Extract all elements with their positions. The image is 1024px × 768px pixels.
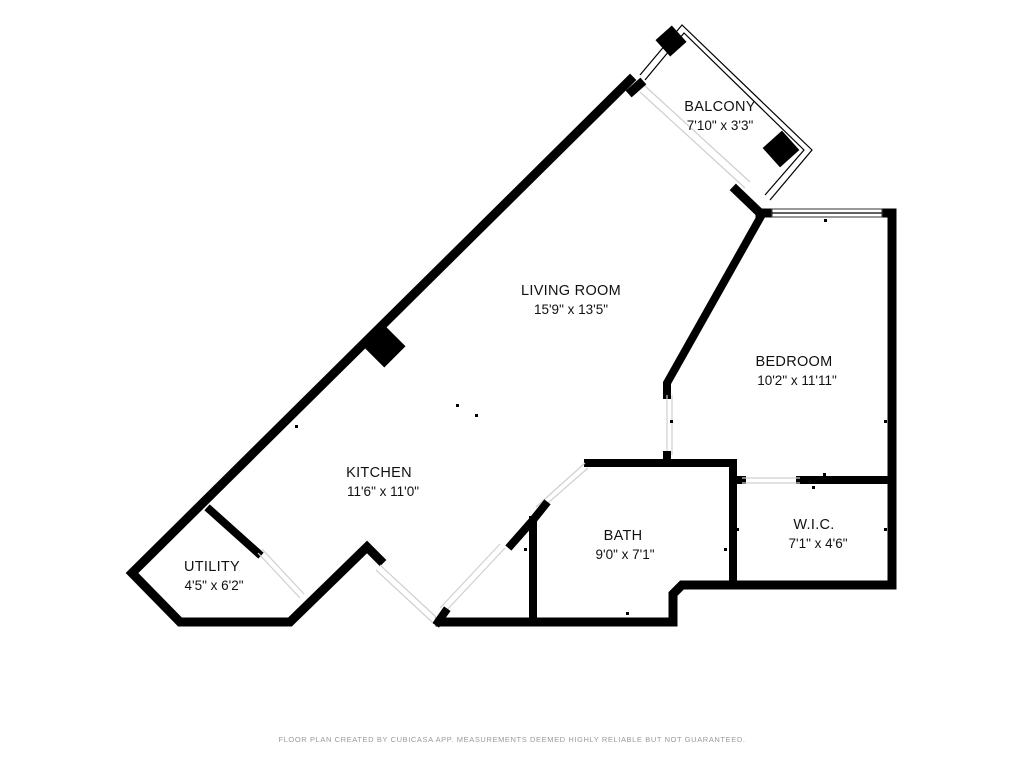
bedroom-walls bbox=[435, 208, 897, 627]
room-name: LIVING ROOM bbox=[521, 283, 621, 299]
room-dimensions: 11'6" x 11'0" bbox=[347, 484, 419, 499]
room-dimensions: 4'5" x 6'2" bbox=[184, 578, 243, 593]
disclaimer-footer: FLOOR PLAN CREATED BY CUBICASA APP. MEAS… bbox=[278, 735, 746, 744]
room-dimensions: 7'10" x 3'3" bbox=[687, 118, 754, 133]
room-name: BEDROOM bbox=[755, 354, 832, 370]
bath-walls bbox=[584, 459, 891, 582]
utility-partition bbox=[204, 504, 305, 599]
bedroom-diagonal-wall bbox=[663, 212, 766, 467]
room-name: UTILITY bbox=[184, 559, 240, 575]
room-label-bedroom: BEDROOM 10'2" x 11'11" bbox=[755, 354, 836, 388]
room-label-balcony: BALCONY 7'10" x 3'3" bbox=[684, 99, 755, 133]
wall-ticks bbox=[295, 219, 887, 615]
bath-diagonal-wall bbox=[432, 462, 589, 628]
balcony-door bbox=[639, 85, 751, 189]
room-label-bath: BATH 9'0" x 7'1" bbox=[595, 528, 654, 562]
room-label-kitchen: KITCHEN 11'6" x 11'0" bbox=[346, 465, 419, 499]
room-name: BATH bbox=[604, 528, 643, 544]
room-name: KITCHEN bbox=[346, 465, 412, 481]
room-label-wic: W.I.C. 7'1" x 4'6" bbox=[788, 517, 847, 551]
balcony-railing bbox=[639, 24, 813, 201]
room-dimensions: 10'2" x 11'11" bbox=[757, 373, 837, 388]
balcony-post bbox=[762, 130, 800, 168]
room-label-living-room: LIVING ROOM 15'9" x 13'5" bbox=[521, 283, 621, 317]
bedroom-window bbox=[771, 208, 883, 218]
room-name: W.I.C. bbox=[793, 517, 834, 533]
wall-column bbox=[364, 326, 406, 368]
exterior-walls bbox=[125, 73, 767, 627]
room-name: BALCONY bbox=[684, 99, 755, 115]
room-label-utility: UTILITY 4'5" x 6'2" bbox=[184, 559, 244, 593]
room-dimensions: 9'0" x 7'1" bbox=[595, 547, 654, 562]
balcony-post bbox=[655, 25, 687, 57]
room-dimensions: 15'9" x 13'5" bbox=[534, 302, 608, 317]
room-dimensions: 7'1" x 4'6" bbox=[788, 536, 847, 551]
entry-opening bbox=[375, 564, 437, 623]
wic-opening bbox=[742, 477, 800, 484]
